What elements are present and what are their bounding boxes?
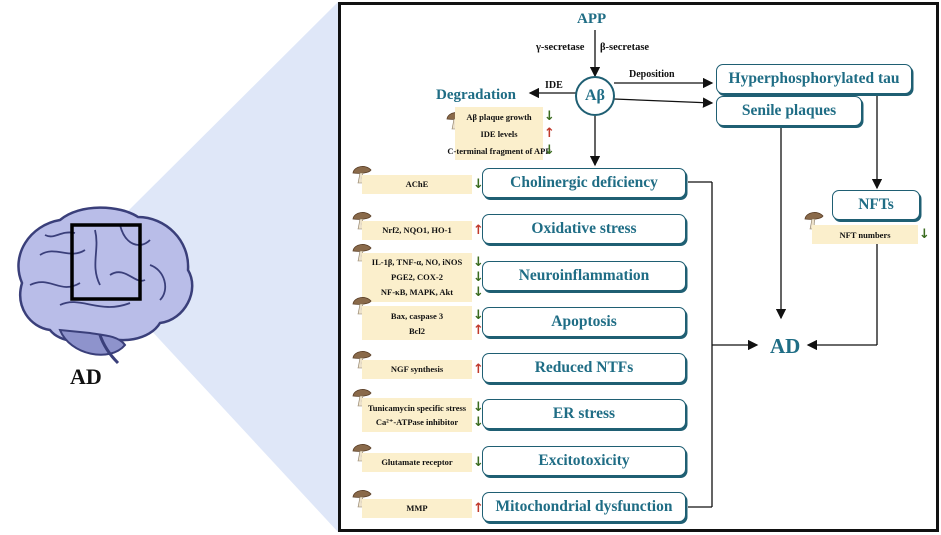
molecule-label: IL-1β, TNF-α, NO, iNOS xyxy=(362,252,472,272)
down-arrow-icon: ↓ xyxy=(544,143,555,158)
down-arrow-icon: ↓ xyxy=(473,415,484,430)
down-arrow-icon: ↓ xyxy=(473,269,484,285)
ad-outcome: AD xyxy=(770,334,801,358)
mushroom-icon xyxy=(352,297,372,315)
app-label: APP xyxy=(577,11,607,27)
pathway-box: Mitochondrial dysfunction xyxy=(482,492,686,522)
molecule-label: MMP xyxy=(362,498,472,518)
down-arrow-icon: ↓ xyxy=(919,227,930,242)
down-arrow-icon: ↓ xyxy=(544,109,555,124)
molecule-label: NFT numbers xyxy=(812,225,918,244)
down-arrow-icon: ↓ xyxy=(473,308,484,323)
up-arrow-icon: ↑ xyxy=(473,500,484,516)
beta-secretase-label: β-secretase xyxy=(600,42,650,53)
pathway-box: Cholinergic deficiency xyxy=(482,168,686,198)
hyperphosphorylated-tau-box: Hyperphosphorylated tau xyxy=(716,64,912,94)
molecule-label: PGE2, COX-2 xyxy=(362,267,472,287)
mushroom-icon xyxy=(352,350,372,368)
mushroom-icon xyxy=(352,389,372,407)
molecule-label: AChE xyxy=(362,174,472,194)
senile-plaques-box: Senile plaques xyxy=(716,96,862,126)
pathway-box: Apoptosis xyxy=(482,307,686,337)
molecule-label: Ca²⁺-ATPase inhibitor xyxy=(362,413,472,432)
brain-illustration xyxy=(17,206,194,365)
up-arrow-icon: ↑ xyxy=(473,323,484,338)
down-arrow-icon: ↓ xyxy=(473,284,484,300)
molecule-label: NF-κB, MAPK, Akt xyxy=(362,282,472,302)
up-arrow-icon: ↑ xyxy=(544,126,555,141)
mushroom-icon xyxy=(352,243,372,261)
molecule-label: Glutamate receptor xyxy=(362,452,472,472)
molecule-label: Aβ plaque growth xyxy=(455,107,543,126)
molecule-label: Nrf2, NQO1, HO-1 xyxy=(362,220,472,240)
molecule-label: NGF synthesis xyxy=(362,359,472,379)
molecule-label: C-terminal fragment of APP xyxy=(447,141,551,160)
down-arrow-icon: ↓ xyxy=(473,176,484,192)
deposition-label: Deposition xyxy=(629,69,675,80)
molecule-label: Bcl2 xyxy=(362,321,472,340)
molecule-label: IDE levels xyxy=(455,124,543,143)
degradation-label: Degradation xyxy=(436,87,516,103)
pathway-box: ER stress xyxy=(482,399,686,429)
down-arrow-icon: ↓ xyxy=(473,254,484,270)
mushroom-icon xyxy=(352,443,372,461)
pathway-box: Oxidative stress xyxy=(482,214,686,244)
up-arrow-icon: ↑ xyxy=(473,222,484,238)
brain-label: AD xyxy=(70,364,102,389)
up-arrow-icon: ↑ xyxy=(473,361,484,377)
down-arrow-icon: ↓ xyxy=(473,454,484,470)
mushroom-icon xyxy=(352,489,372,507)
pathway-box: Reduced NTFs xyxy=(482,353,686,383)
molecule-label: Bax, caspase 3 xyxy=(362,306,472,325)
pathway-box: Excitotoxicity xyxy=(482,446,686,476)
mushroom-icon xyxy=(804,212,824,230)
zoom-cone xyxy=(123,2,338,532)
pathway-box: Neuroinflammation xyxy=(482,261,686,291)
molecule-label: Tunicamycin specific stress xyxy=(362,398,472,417)
gamma-secretase-label: γ-secretase xyxy=(536,42,585,53)
down-arrow-icon: ↓ xyxy=(473,400,484,415)
ide-label: IDE xyxy=(545,80,563,91)
abeta-node: Aβ xyxy=(575,76,615,116)
nfts-box: NFTs xyxy=(832,190,920,220)
